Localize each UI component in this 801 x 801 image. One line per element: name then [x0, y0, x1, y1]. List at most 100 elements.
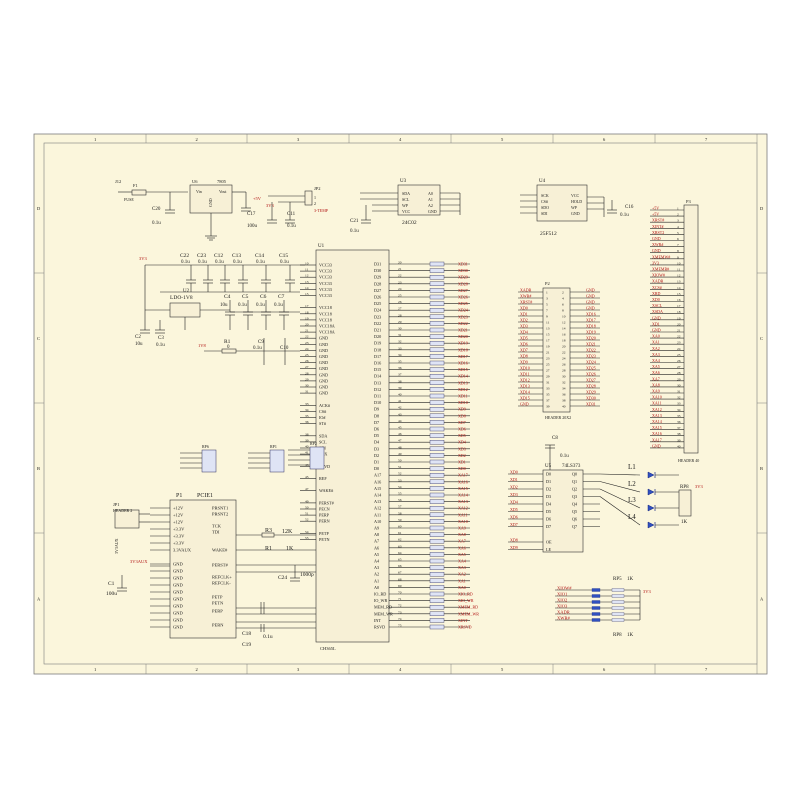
- u1-right-pin-label: MEM_WR: [374, 611, 393, 616]
- bus-net-label: XD25: [458, 301, 468, 306]
- u1-left-pin-label: PERST#: [319, 500, 335, 505]
- u1-left-pin-label: PERN: [319, 519, 330, 524]
- rp5-ref: RP5: [613, 577, 622, 582]
- u5-left-pin-label: D1: [546, 479, 551, 484]
- u1-right-pin-number: 31: [398, 333, 402, 337]
- u1-left-pin-number: 40: [305, 445, 309, 449]
- u1-right-pin-number: 39: [398, 386, 402, 390]
- p2-pin-number: 26: [562, 363, 566, 367]
- resistor-pack-ref: RP2: [310, 441, 317, 446]
- bus-resistor: [429, 426, 445, 432]
- resistor-pack: [309, 446, 325, 470]
- p3-net-label: GND: [652, 443, 661, 448]
- u1-right-pin-label: A6: [374, 545, 379, 550]
- bus-net-label: XD14: [458, 374, 468, 379]
- svg-text:RP8: RP8: [613, 633, 622, 638]
- c1-ref: C1: [108, 581, 115, 587]
- u4-pin-label: HOLD: [571, 199, 582, 204]
- u4-pin-label: SDI: [541, 211, 548, 216]
- p2-left-net-label: XD1: [520, 312, 528, 317]
- led-array-element: [591, 606, 601, 610]
- p2-right-net-label: XD31: [586, 402, 596, 407]
- led-wire: [599, 488, 641, 509]
- bottom-net-label: XIO2: [557, 598, 567, 603]
- u3-pin-label: A2: [428, 203, 433, 208]
- c2-ref: C2: [135, 335, 141, 340]
- u1-right-pin-number: 51: [398, 465, 402, 469]
- bus-net-label: XD22: [458, 321, 468, 326]
- u1-right-pin-label: A16: [374, 479, 381, 484]
- u5-net-label: XD1: [510, 477, 518, 482]
- u1-right-pin-label: A2: [374, 572, 379, 577]
- u3-pin-label: GND: [428, 209, 437, 214]
- bus-net-label: XD4: [458, 440, 466, 445]
- pcie-left-pin-label: 3.3VAUX: [173, 548, 192, 553]
- svg-text:C10: C10: [280, 346, 289, 351]
- p2-pin-number: 6: [562, 303, 564, 307]
- bus-resistor: [429, 591, 445, 597]
- frame-col-label-top: 2: [196, 137, 198, 142]
- u1-left-pin-label: PETN: [319, 537, 329, 542]
- pcie-left-pin-label: +3.3V: [173, 527, 185, 532]
- bus-resistor: [429, 492, 445, 498]
- bus-resistor: [429, 519, 445, 524]
- bus-resistor: [429, 552, 445, 557]
- u1-right-pin-number: 24: [398, 287, 402, 291]
- u5-net-label: XD7: [510, 522, 518, 527]
- u1-right-pin-label: D28: [374, 281, 381, 286]
- bus-resistor: [429, 308, 445, 313]
- pcie-left-pin-label: +12V: [173, 520, 184, 525]
- c8-value: 0.1u: [560, 454, 569, 459]
- resistor-array-element: [611, 618, 625, 622]
- p2-pin-number: 5: [546, 303, 548, 307]
- bus-resistor: [429, 479, 445, 484]
- p3-pin-number: 5: [677, 231, 679, 235]
- p2-left-net-label: XD6: [520, 342, 528, 347]
- c2-value: 10u: [135, 342, 143, 347]
- u1-left-pin-label: VCC33: [319, 275, 332, 280]
- r3-ref: R3: [265, 528, 272, 534]
- bus-resistor: [429, 525, 445, 531]
- p2-pin-number: 40: [562, 405, 566, 409]
- pcie-left-pin-label: GND: [173, 590, 183, 595]
- u4-pin-label: GND: [571, 211, 580, 216]
- p3-pin-number: 23: [677, 341, 681, 345]
- frame-col-label-bottom: 4: [399, 667, 402, 672]
- u5-ref: U5: [545, 464, 552, 469]
- pcie-left-pin-label: GND: [173, 597, 183, 602]
- u1-right-pin-label: D0: [374, 466, 379, 471]
- p3-pin-number: 37: [677, 426, 681, 430]
- u1-left-pin-label: VCC18: [319, 311, 332, 316]
- u1-left-pin-number: 52: [305, 518, 309, 522]
- u1-right-pin-number: 37: [398, 373, 402, 377]
- u1-right-pin-number: 58: [398, 511, 402, 515]
- c24-value: 1000p: [300, 572, 314, 578]
- led-icon: [647, 488, 655, 496]
- svg-text:3-TEMP: 3-TEMP: [314, 208, 329, 213]
- bus-net-label: XA14: [458, 493, 468, 498]
- p2-pin-number: 7: [546, 309, 548, 313]
- pcie-left-pin-label: GND: [173, 562, 183, 567]
- bus-resistor: [429, 624, 445, 630]
- bus-resistor: [429, 341, 445, 346]
- bus-net-label: XD8: [458, 413, 466, 418]
- u5-left-pin-label: D4: [546, 502, 552, 507]
- resistor-pack: [269, 449, 285, 473]
- u1-right-pin-number: 29: [398, 320, 402, 324]
- bus-net-label: XD20: [458, 334, 468, 339]
- bus-resistor: [429, 334, 445, 339]
- bus-resistor: [429, 565, 445, 570]
- c21-value: 0.1u: [350, 229, 359, 234]
- u1-left-pin-label: GND: [319, 336, 328, 341]
- u1-right-pin-label: D11: [374, 394, 381, 399]
- bus-resistor: [429, 281, 445, 286]
- p1-pcie-connector: P1 PCIE1 +12V+12V+12V+3.3V+3.3V+3.3V3.3V…: [150, 493, 316, 648]
- u1-right-pin-number: 22: [398, 274, 402, 278]
- svg-text:3V3: 3V3: [695, 484, 703, 489]
- p3-net-label: XMEMR#: [652, 267, 669, 272]
- p3-pin-number: 1: [677, 207, 679, 211]
- bus-net-label: XD24: [458, 308, 468, 313]
- p2-right-net-label: XD28: [586, 384, 596, 389]
